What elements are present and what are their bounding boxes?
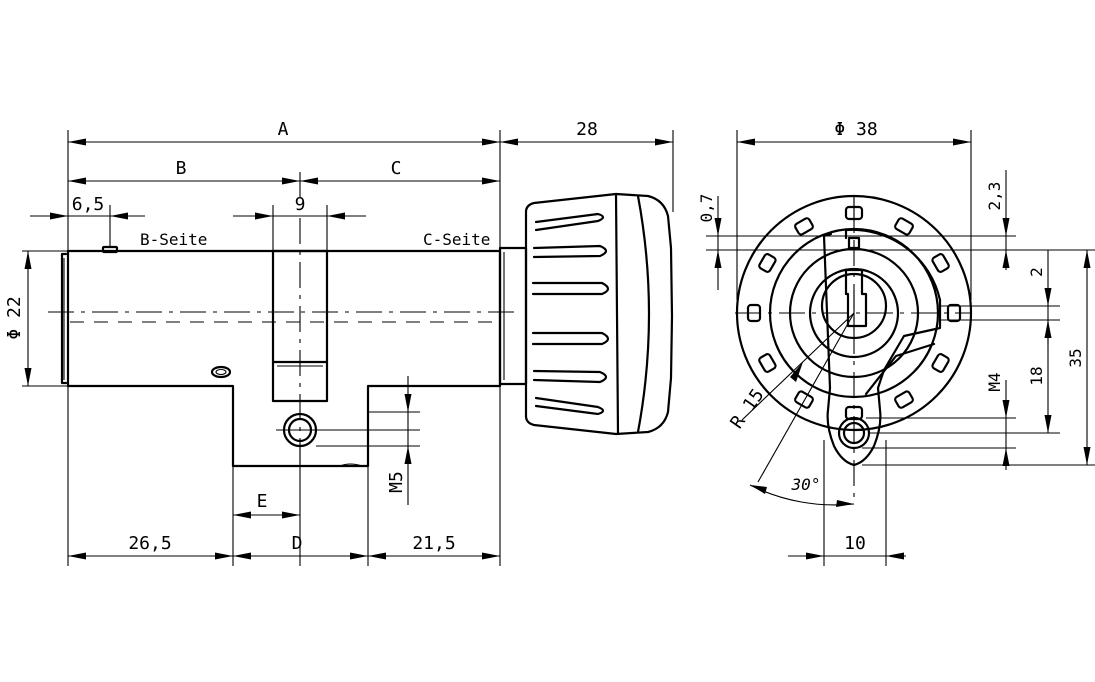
dim-2-3-label: 2,3 <box>985 182 1004 211</box>
knob-notch <box>758 253 777 273</box>
pin-b-side <box>101 245 119 254</box>
dim-35-label: 35 <box>1066 348 1085 367</box>
knob-notch <box>794 390 814 409</box>
radius-15-label: R 15 <box>726 385 768 433</box>
dim-9-label: 9 <box>295 194 306 215</box>
dim-28-label: 28 <box>576 119 598 140</box>
knob <box>524 192 674 436</box>
cylinder-body <box>60 249 502 468</box>
side-view: A B C 28 6,5 9 B-Seite C-Seite Φ 22 M5 E… <box>4 119 674 566</box>
side-dimension-lines <box>24 138 673 560</box>
b-seite-label: B-Seite <box>140 230 207 249</box>
knob-notch <box>794 217 814 236</box>
dim-6-5-label: 6,5 <box>72 194 105 215</box>
knob-notch <box>894 217 914 236</box>
dim-0-7-label: 0,7 <box>697 194 716 223</box>
pin-body <box>210 365 232 379</box>
dim-e-label: E <box>257 491 268 512</box>
dim-26-5-label: 26,5 <box>128 533 171 554</box>
front-dimension-lines <box>714 138 1091 560</box>
c-seite-label: C-Seite <box>423 230 490 249</box>
extension-lines <box>22 130 674 566</box>
dia-22-label: Φ 22 <box>4 296 25 339</box>
front-extension-lines <box>706 130 1095 566</box>
dim-10-label: 10 <box>844 533 866 554</box>
front-view: Φ 38 0,7 2,3 2 18 35 M4 R 15 30° 10 <box>697 119 1095 566</box>
collar <box>498 246 528 386</box>
knob-notch <box>931 353 950 373</box>
dim-2-label: 2 <box>1027 267 1046 277</box>
thread-m5-label: M5 <box>386 471 407 493</box>
angle-30-label: 30° <box>791 475 821 494</box>
knob-notch <box>931 253 950 273</box>
knob-notch <box>894 390 914 409</box>
dim-21-5-label: 21,5 <box>412 533 455 554</box>
dim-c-label: C <box>391 158 402 179</box>
dia-38-label: Φ 38 <box>834 119 877 140</box>
dim-b-label: B <box>176 158 187 179</box>
keyway <box>844 236 868 330</box>
thread-m4-label: M4 <box>985 372 1004 391</box>
dim-a-label: A <box>278 119 289 140</box>
dim-18-label: 18 <box>1027 366 1046 385</box>
knob-notch <box>758 353 777 373</box>
dim-d-label: D <box>292 533 303 554</box>
